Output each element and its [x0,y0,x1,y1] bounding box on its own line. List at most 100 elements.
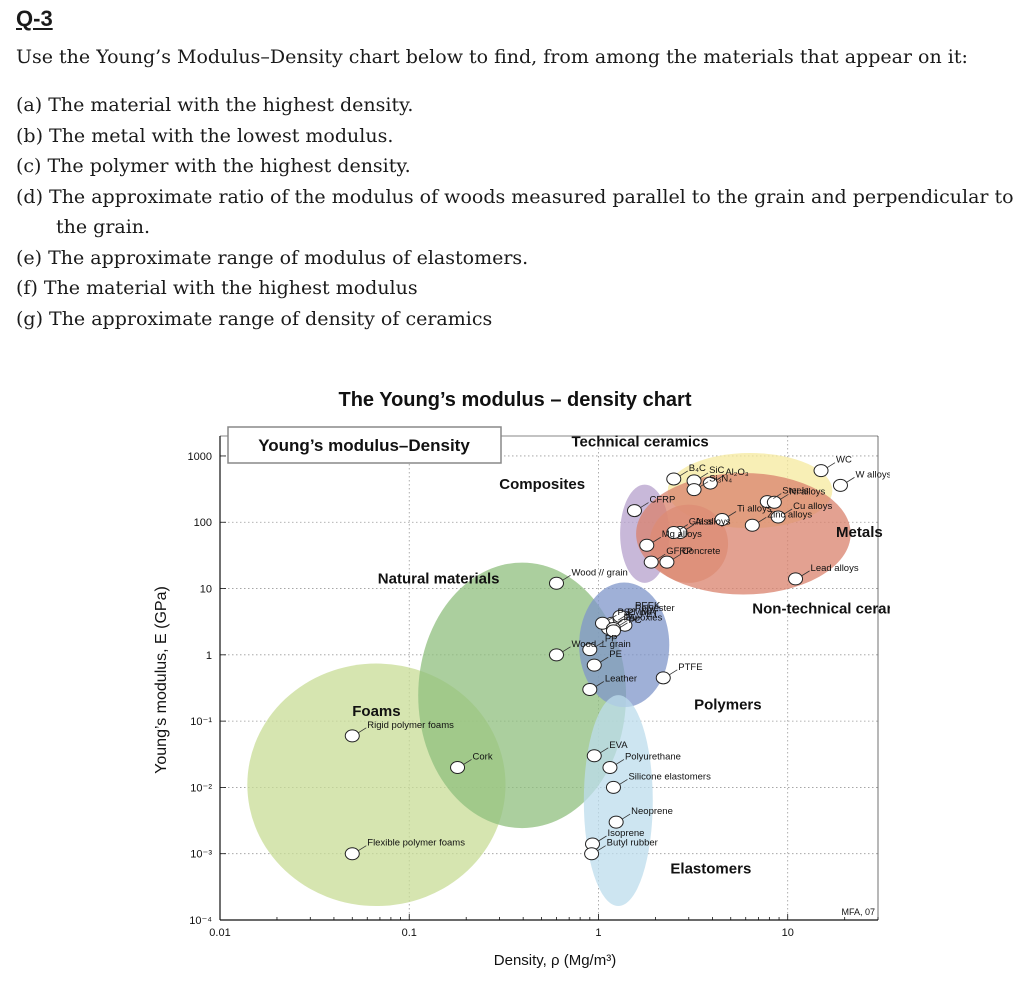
material-label: W alloys [855,469,890,480]
material-label: PP [605,634,618,645]
material-label: PE [609,649,622,660]
material-label: Rigid polymer foams [367,720,454,731]
material-bubble [666,526,682,540]
material-label: Concrete [682,546,721,557]
leader-line [685,524,695,530]
question-intro: Use the Young’s Modulus–Density chart be… [16,46,968,68]
material-bubble [605,780,621,794]
material-bubble [766,495,782,509]
leader-line [595,681,605,687]
material-bubble [582,643,598,657]
question-item: (b) The metal with the lowest modulus. [16,124,394,147]
leader-line [562,574,571,581]
leader-line [758,516,767,523]
leader-line [699,472,709,479]
material-label: PA [624,612,637,623]
inset-title-box [227,426,502,464]
leader-line [562,646,571,653]
material-label: PC [628,615,641,626]
material-bubble [548,576,564,590]
material-label: GFRP [666,546,692,557]
leader-line [679,470,688,477]
leader-line [780,493,789,500]
material-label: B₄C [689,463,706,474]
material-bubble [626,504,642,518]
family-envelope [418,562,627,829]
material-label: PET [640,609,659,620]
question-item: (a) The material with the highest densit… [16,94,414,116]
question-item: (e) The approximate range of modulus of … [16,246,529,269]
family-label: Natural materials [378,570,500,587]
y-tick-label: 10⁻³ [190,849,212,861]
x-tick-label: 10 [782,927,794,939]
material-label: Si₃N₄ [709,474,732,485]
inset-title: Young’s modulus–Density [258,436,470,455]
material-bubble [586,749,602,763]
family-envelopes [247,452,851,907]
material-label: SiC [709,465,724,476]
leader-line [630,616,640,623]
material-bubble [344,729,360,743]
x-tick-label: 0.01 [209,927,230,939]
x-tick-label: 0.1 [402,927,417,939]
material-label: Cork [473,751,493,762]
material-bubble [714,513,730,527]
y-tick-label: 10⁻² [190,782,212,794]
question-item: (c) The polymer with the highest density… [16,155,411,177]
family-envelope [636,472,851,595]
leader-line [595,641,605,647]
x-axis-label: Density, ρ (Mg/m³) [494,952,616,969]
material-label: CFRP [649,495,675,506]
material-label: Glass [689,517,714,528]
leader-line [773,493,782,499]
family-envelope [583,695,653,907]
leader-line [652,536,661,543]
material-bubble [788,572,804,586]
material-label: PTFE [678,662,702,673]
question-item: (g) The approximate range of density of … [16,307,493,330]
leader-line [600,747,609,754]
material-label: Silicone elastomers [628,771,711,782]
family-label: Non-technical ceramics [752,601,890,618]
material-label: Steels [782,486,809,497]
leader-line [615,759,625,765]
leader-line [679,524,688,530]
material-bubble [608,815,624,829]
material-bubble [605,624,621,638]
family-label: Composites [499,476,585,493]
leader-line [619,620,628,626]
leader-line [463,759,472,765]
material-label: Ni alloys [789,486,825,497]
material-bubble [602,760,618,774]
question-list: (a) The material with the highest densit… [16,90,1024,334]
material-bubble [659,555,675,569]
question-number: Q-3 [16,6,53,31]
material-bubble [639,538,655,552]
material-bubble [666,472,682,486]
leader-line [669,669,678,676]
material-label: Wood // grain [571,567,627,578]
leader-line [617,614,627,621]
material-bubble [744,518,760,532]
y-tick-label: 10⁻¹ [190,716,212,728]
leader-line [657,553,666,560]
leader-line [699,481,709,488]
question-item: (f) The material with the highest modulu… [16,277,418,299]
material-label: Mg alloys [662,529,702,540]
leader-line [358,845,367,852]
leader-line [614,620,623,626]
material-bubble [686,483,702,497]
leader-line [625,610,635,617]
chart-svg: The Young’s modulus – density chart WCW … [153,389,921,969]
family-label: Foams [352,703,400,720]
y-tick-label: 10⁻⁴ [189,915,212,927]
leader-line [621,813,631,820]
leader-line [783,508,793,515]
family-label: Elastomers [670,861,751,878]
material-label: Flexible polymer foams [367,838,465,849]
y-tick-label: 100 [194,517,212,529]
y-axis-label: Young’s modulus, E (GPa) [153,586,170,774]
material-label: Isoprene [608,828,645,839]
